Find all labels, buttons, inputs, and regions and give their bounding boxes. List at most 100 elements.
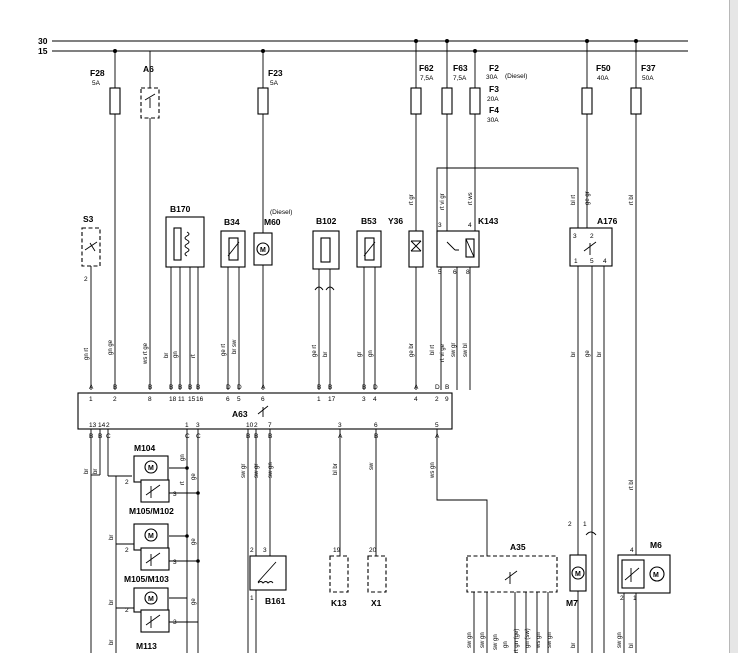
component-k13-x1: K13 19 X1 20 [329,547,387,608]
a63-label: A63 [232,409,248,419]
svg-text:M: M [148,596,154,603]
svg-text:bl br: bl br [333,463,339,475]
svg-text:2: 2 [250,547,254,554]
svg-text:M: M [148,465,154,472]
svg-text:19: 19 [333,547,341,554]
a63-bottom-pin-number: 7 [268,422,272,429]
a63-bottom-pin-number: 2 [106,422,110,429]
svg-text:sw gn: sw gn [617,632,623,648]
a63-bottom-connector-letter: A [435,433,440,440]
y36-valve [408,230,424,268]
a63-top-pin-number: 6 [261,396,265,403]
a63-top-connector-letter: B [328,384,332,391]
svg-text:gn: gn [503,641,509,648]
svg-text:bl rt: bl rt [571,195,577,205]
fuse-f3-rating: 20A [487,96,499,103]
svg-text:gn ge: gn ge [108,339,114,355]
scrollbar[interactable] [729,0,738,653]
m60-label: M60 [264,217,281,227]
svg-text:gn rt: gn rt [84,348,90,360]
a63-top-pin-number: 9 [445,396,449,403]
svg-text:br: br [109,640,115,645]
a63-top-pin-number: 4 [414,396,418,403]
component-b53: B53 [356,216,382,390]
fuse-f23-rating: 5A [270,80,279,87]
component-a63: A63 A1B2B8B18B11B15B16D6D5A6B1B17B3D4A4D… [77,384,453,440]
fuse-f3-label: F3 [489,84,499,94]
svg-text:M: M [148,533,154,540]
svg-text:5: 5 [438,269,442,276]
svg-text:bl: bl [629,643,635,648]
fuse-f37 [630,87,642,115]
svg-text:rt: rt [191,354,197,358]
a63-top-pin-number: 16 [196,396,204,403]
component-b170: B170 [165,204,205,390]
svg-text:rt ws: rt ws [468,192,474,205]
motor-stack: M M104 2 3 M105/M102 M 2 3 M105/M103 M 2… [115,443,200,653]
a63-top-connector-letter: D [226,384,231,391]
m6-label: M6 [650,540,662,550]
svg-text:2: 2 [84,276,88,283]
component-a35: A35 [466,542,558,653]
fuse-f50-label: F50 [596,63,611,73]
m104-label: M104 [134,443,156,453]
svg-text:br: br [571,643,577,648]
fuse-f50-rating: 40A [597,75,609,82]
fuse-f63 [441,87,453,115]
component-b161: B161 2 3 1 [249,547,287,653]
svg-text:br: br [84,469,90,474]
a63-top-connector-letter: A [414,384,419,391]
a63-top-pin-number: 4 [373,396,377,403]
a63-top-pin-number: 15 [188,396,196,403]
fuse-f23 [257,87,269,115]
a63-top-pin-number: 8 [148,396,152,403]
b34-label: B34 [224,217,240,227]
svg-text:ws gn: ws gn [536,632,542,649]
fuse-f4-label: F4 [489,105,499,115]
svg-text:ge: ge [191,538,197,545]
component-a6: A6 [140,51,160,390]
a63-top-pin-number: 5 [237,396,241,403]
wire-color-codes: gn rt gn ge ws rt ge br gn rt ge rt br s… [84,191,635,653]
a35-label: A35 [510,542,526,552]
rail-15-label: 15 [38,46,48,56]
fuse-f63-rating: 7,5A [453,75,467,82]
component-s3: S3 2 [81,214,101,390]
a63-bottom-connector-letter: A [338,433,343,440]
s3-label: S3 [83,214,94,224]
svg-text:sw gn: sw gn [467,632,473,648]
a63-top-pin-number: 11 [178,396,185,403]
svg-text:ge rt: ge rt [312,345,318,357]
svg-text:20: 20 [369,547,377,554]
svg-text:5: 5 [590,258,594,265]
a63-top-connector-letter: B [362,384,366,391]
component-b34: B34 [220,217,246,390]
svg-text:1: 1 [250,595,254,602]
b161-label: B161 [265,596,286,606]
component-m7: M M7 2 1 [566,521,597,653]
svg-text:br sw: br sw [232,339,238,354]
svg-text:sw gn: sw gn [493,634,499,650]
a6-label: A6 [143,64,154,74]
a63-top-connector-letter: A [261,384,266,391]
svg-text:3: 3 [173,559,177,566]
svg-text:2: 2 [125,547,129,554]
a63-top-pin-number: 1 [89,396,93,403]
svg-text:sw gr: sw gr [451,343,457,357]
a63-top-pin-number: 2 [435,396,439,403]
fuse-f62-rating: 7,5A [420,75,434,82]
svg-text:bl rt: bl rt [430,345,436,355]
a63-bottom-connector-letter: C [185,433,190,440]
a63-control-unit [77,392,453,430]
a63-top-pin-number: 18 [169,396,177,403]
svg-text:rt gr: rt gr [409,194,415,205]
a63-bottom-pin-number: 1 [185,422,189,429]
component-b102: B102 [312,216,340,390]
svg-text:gn: gn [368,350,374,357]
svg-text:6: 6 [453,269,457,276]
b170-label: B170 [170,204,191,214]
component-k143: K143 3 4 5 6 8 [436,216,499,390]
fuse-f37-rating: 50A [642,75,654,82]
svg-text:2: 2 [620,595,624,602]
svg-text:br: br [164,353,170,358]
